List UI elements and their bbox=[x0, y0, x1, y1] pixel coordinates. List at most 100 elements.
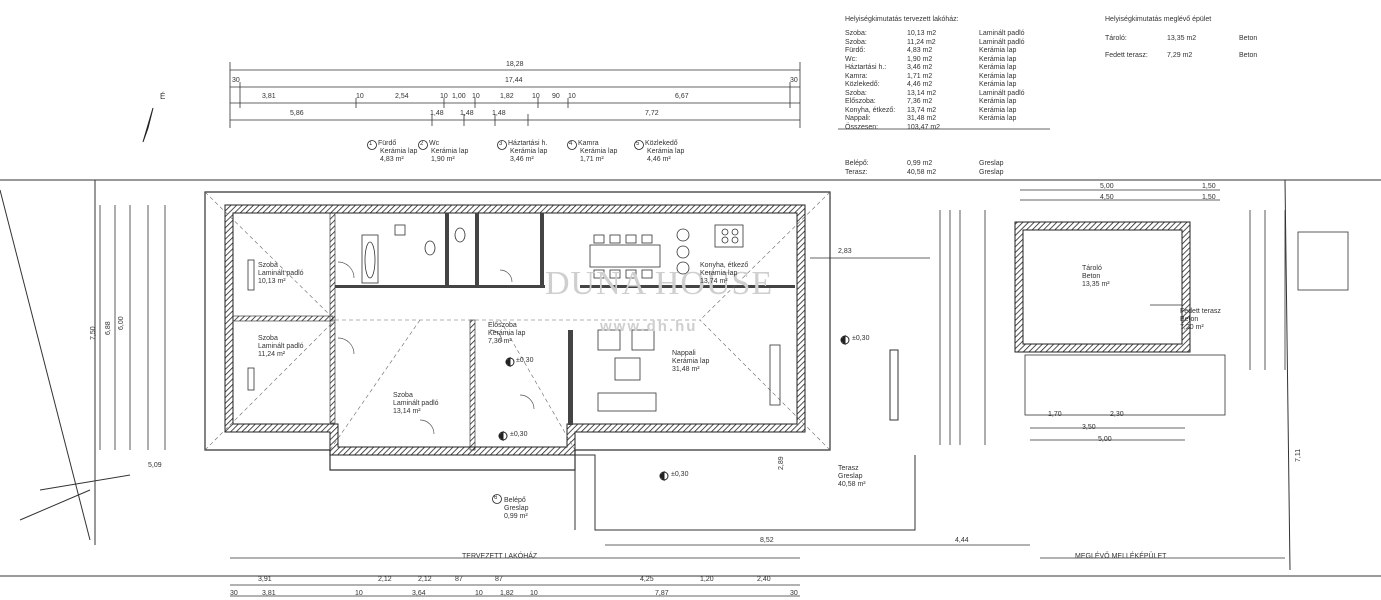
legend-name: Fürdő bbox=[378, 140, 397, 147]
watermark-url: www.dh.hu bbox=[600, 318, 698, 335]
legend-floor: Kerámia lap bbox=[510, 148, 548, 155]
dimension-text: 10 bbox=[475, 590, 483, 597]
dimension-text: 2,54 bbox=[395, 93, 409, 100]
legend-area: 3,46 m² bbox=[510, 156, 534, 163]
dimension-text: 1,48 bbox=[430, 110, 444, 117]
dimension-text: 1,50 bbox=[1202, 183, 1216, 190]
dimension-text: 30 bbox=[232, 77, 240, 84]
planned-cell-floor: Laminált padló bbox=[979, 38, 1025, 46]
dimension-text: 3,81 bbox=[262, 590, 276, 597]
level-mark-3: ±0,30 bbox=[852, 335, 870, 342]
dimension-text: 10 bbox=[472, 93, 480, 100]
legend-number: 4 bbox=[569, 141, 573, 147]
dimension-text: 2,30 bbox=[1110, 411, 1124, 418]
dimension-text: 3,91 bbox=[258, 576, 272, 583]
planned-extra-cell-name: Belépő: bbox=[845, 160, 869, 167]
roof-ridge-lines bbox=[204, 191, 831, 451]
dim-left-total: 7,50 bbox=[90, 326, 97, 340]
dimension-text: 30 bbox=[790, 77, 798, 84]
planned-cell-area: 13,14 m2 bbox=[907, 89, 937, 97]
planned-cell-name: Szoba: bbox=[845, 38, 867, 46]
dimension-text: 2,12 bbox=[378, 576, 392, 583]
planned-extra-cell-area: 0,99 m2 bbox=[907, 160, 933, 167]
dimension-text: 4,44 bbox=[955, 537, 969, 544]
planned-cell-area: 4,46 m2 bbox=[907, 81, 933, 88]
planned-row: Háztartási h.: 3,46 m2 Kerámia lap bbox=[845, 64, 1051, 73]
existing-cell-area: 7,29 m2 bbox=[1167, 52, 1193, 59]
planned-cell-area: 3,46 m2 bbox=[907, 64, 933, 71]
planned-cell-floor: Kerámia lap bbox=[979, 72, 1017, 80]
planned-cell-area: 4,83 m2 bbox=[907, 47, 933, 54]
dimension-text: 10 bbox=[532, 93, 540, 100]
legend-number: 2 bbox=[420, 141, 424, 147]
dimension-text: 5,00 bbox=[1098, 436, 1112, 443]
legend-area: 1,90 m² bbox=[431, 156, 455, 163]
dimension-text: 6,67 bbox=[675, 93, 689, 100]
planned-extra-cell-area: 40,58 m2 bbox=[907, 168, 937, 176]
planned-cell-name: Kamra: bbox=[845, 72, 868, 80]
existing-cell-floor: Beton bbox=[1239, 35, 1258, 42]
plot-boundary bbox=[0, 179, 1381, 577]
dimension-text: 2,83 bbox=[838, 248, 852, 255]
legend-number: 1 bbox=[369, 141, 373, 147]
planned-total-row: Összesen:103,47 m2 bbox=[845, 124, 1051, 133]
planned-area-title: Helyiségkimutatás tervezett lakóház: bbox=[845, 16, 959, 23]
planned-cell-name: Konyha, étkező: bbox=[845, 106, 896, 114]
existing-cell-floor: Beton bbox=[1239, 52, 1258, 59]
dimension-text: 1,82 bbox=[500, 590, 514, 597]
dimension-text: 30 bbox=[230, 590, 238, 597]
dim-side-h: 2,89 bbox=[778, 456, 785, 470]
planned-cell-area: 1,71 m2 bbox=[907, 72, 933, 80]
planned-cell-area: 13,74 m2 bbox=[907, 106, 937, 114]
dimension-text: 10 bbox=[530, 590, 538, 597]
door-swings bbox=[337, 261, 535, 435]
planned-cell-name: Fürdő: bbox=[845, 47, 866, 54]
existing-building bbox=[1014, 221, 1349, 416]
dimension-text: 4,50 bbox=[1100, 194, 1114, 201]
legend-number: 5 bbox=[636, 141, 640, 147]
planned-cell-name: Közlekedő: bbox=[845, 81, 880, 88]
left-dimensions bbox=[99, 205, 1286, 450]
north-label: É bbox=[160, 92, 166, 101]
planned-row: Szoba: 11,24 m2 Laminált padló bbox=[845, 39, 1051, 48]
dimension-text: 3,50 bbox=[1082, 424, 1096, 431]
planned-cell-name: Háztartási h.: bbox=[845, 64, 887, 71]
existing-area-title: Helyiségkimutatás meglévő épület bbox=[1105, 16, 1212, 23]
dim-left-b: 6,88 bbox=[105, 321, 112, 335]
dimension-text: 5,86 bbox=[290, 110, 304, 117]
level-mark-2: ±0,30 bbox=[510, 431, 528, 438]
planned-cell-name: Szoba: bbox=[845, 30, 867, 37]
dimension-text: 30 bbox=[790, 590, 798, 597]
legend-name: Wc bbox=[429, 140, 440, 147]
dim-right-side: 7,11 bbox=[1295, 448, 1302, 462]
house-walls bbox=[224, 204, 806, 456]
planned-area-table: Szoba: 10,13 m2 Laminált padló Szoba: 11,24 … bbox=[845, 30, 1051, 132]
planned-cell-area: 31,48 m2 bbox=[907, 115, 937, 122]
dimension-text: 7,72 bbox=[645, 110, 659, 117]
planned-cell-name: Előszoba: bbox=[845, 98, 876, 105]
legend-bubbles bbox=[367, 140, 644, 504]
planned-cell-area: 11,24 m2 bbox=[907, 38, 936, 46]
planned-cell-area: 10,13 m2 bbox=[907, 30, 937, 37]
planned-cell-floor: Kerámia lap bbox=[979, 115, 1017, 122]
level-mark-4: ±0,30 bbox=[671, 471, 689, 478]
caption-house: TERVEZETT LAKÓHÁZ bbox=[462, 553, 538, 560]
planned-cell-floor: Kerámia lap bbox=[979, 47, 1017, 54]
planned-cell-floor: Kerámia lap bbox=[979, 64, 1017, 71]
